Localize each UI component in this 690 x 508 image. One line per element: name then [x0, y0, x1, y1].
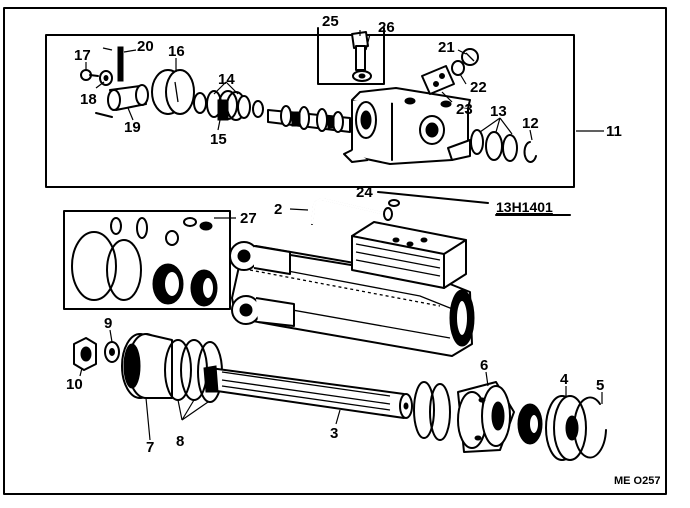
gland-part-6 — [457, 381, 515, 453]
nut-part-10 — [73, 337, 97, 371]
callout-20: 20 — [137, 38, 154, 55]
callout-14: 14 — [218, 71, 235, 88]
washer-part-18 — [99, 70, 113, 86]
callout-18: 18 — [80, 91, 97, 108]
part-number-label: 13H1401 — [496, 199, 553, 215]
ram-cylinder-body — [229, 221, 475, 357]
piston-rod-part-3 — [203, 365, 413, 419]
gland-seal-rings — [413, 381, 451, 441]
drawing-reference: ME O257 — [614, 475, 660, 487]
callout-8: 8 — [176, 433, 184, 450]
piston-part-7 — [121, 333, 173, 399]
screw-part-21 — [461, 48, 479, 66]
gland-packing — [517, 403, 543, 445]
callout-9: 9 — [104, 315, 112, 332]
washer-part-22 — [451, 60, 465, 76]
valve-subassembly — [80, 46, 537, 165]
valve-body — [343, 87, 471, 165]
seal-part-24 — [377, 191, 489, 207]
callout-16: 16 — [168, 43, 185, 60]
plate-part-23 — [421, 65, 455, 95]
valve-assembly-frame — [45, 34, 575, 188]
washer-part-9 — [104, 341, 120, 363]
callout-17: 17 — [74, 47, 91, 64]
washer-part-26 — [352, 70, 372, 82]
callout-21: 21 — [438, 39, 455, 56]
pipe-part-2 — [310, 198, 393, 225]
cylinder-lug-upper — [229, 241, 291, 275]
pin-part-20 — [102, 46, 124, 82]
o-rings-part-13 — [470, 129, 518, 162]
callout-3: 3 — [330, 425, 338, 442]
callout-5: 5 — [596, 377, 604, 394]
callout-25: 25 — [322, 13, 339, 30]
callout-19: 19 — [124, 119, 141, 136]
plug-part-16 — [151, 69, 195, 115]
seal-kit-packing-a — [152, 263, 184, 305]
callout-2: 2 — [274, 201, 282, 218]
cam-part-19 — [95, 84, 149, 118]
callout-13: 13 — [490, 103, 507, 120]
seal-kit-part-27 — [71, 217, 218, 307]
callout-7: 7 — [146, 439, 154, 456]
outer-frame — [3, 7, 667, 495]
callout-24: 24 — [356, 184, 373, 201]
seal-kit-packing-b — [190, 269, 218, 307]
circlip-part-12 — [523, 141, 537, 163]
callout-labels: 17 20 16 18 19 14 15 25 26 21 22 23 13 1… — [66, 13, 660, 487]
callout-27: 27 — [240, 210, 257, 227]
spring-set-part-14 — [193, 90, 264, 121]
valve-mounting-pad — [351, 221, 467, 289]
callout-15: 15 — [210, 131, 227, 148]
callout-26: 26 — [378, 19, 395, 36]
callout-11: 11 — [606, 123, 622, 140]
callout-6: 6 — [480, 357, 488, 374]
bolt-inset-frame — [317, 27, 385, 85]
cylinder-lug-lower — [231, 295, 295, 327]
circlip-part-5 — [573, 396, 607, 459]
callout-10: 10 — [66, 376, 83, 393]
callout-22: 22 — [470, 79, 487, 96]
bolt-part-25 — [351, 31, 369, 71]
spool-valve — [267, 105, 351, 133]
callout-23: 23 — [456, 101, 473, 118]
leader-lines — [79, 30, 604, 441]
callout-12: 12 — [522, 115, 539, 132]
screw-part-17 — [80, 69, 99, 81]
callout-4: 4 — [560, 371, 569, 388]
